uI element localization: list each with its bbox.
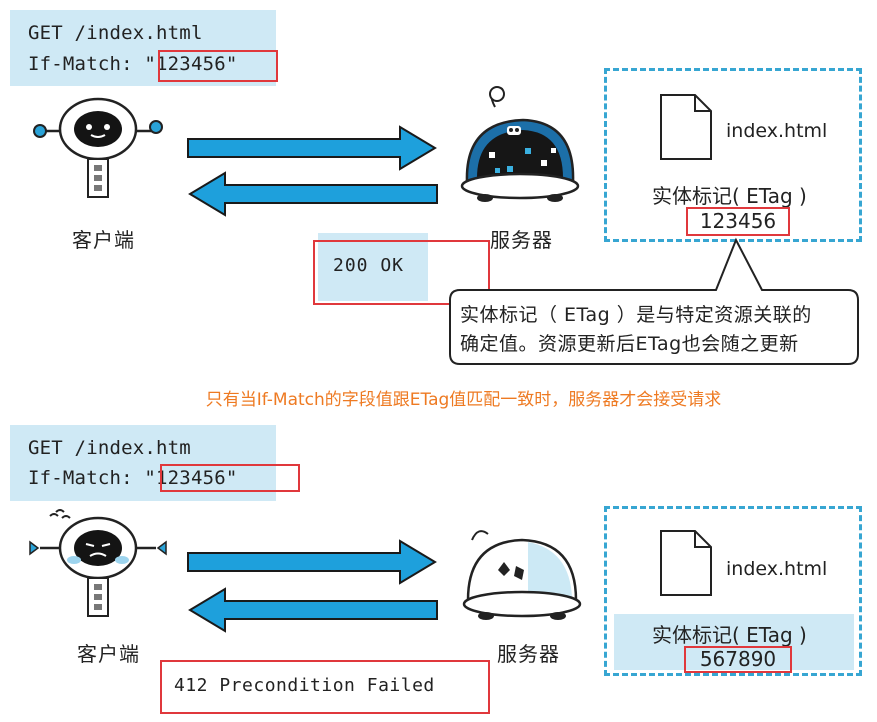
top-server-label: 服务器 [490, 228, 553, 252]
top-response-status: 200 OK [333, 255, 405, 276]
top-if-match-value: "123456" [144, 53, 238, 75]
bottom-response-arrow [188, 587, 438, 633]
bottom-request-line: GET /index.htm [28, 437, 191, 459]
bottom-etag-value: 567890 [684, 646, 792, 673]
callout-bubble [449, 237, 859, 365]
top-response-bg [318, 233, 428, 301]
top-if-match-highlight [158, 50, 278, 82]
top-request-line: GET /index.html [28, 22, 203, 44]
bottom-request-box: GET /index.htm If-Match: "123456" [10, 425, 276, 501]
bottom-response-status: 412 Precondition Failed [160, 660, 490, 714]
callout-line-2: 确定值。资源更新后ETag也会随之更新 [460, 333, 799, 355]
bottom-file-name: index.html [726, 558, 828, 580]
worried-client-robot-icon [29, 509, 167, 617]
bottom-resource-panel [604, 506, 862, 676]
request-arrow [187, 125, 437, 171]
bottom-etag-highlight-bg [614, 614, 854, 670]
top-request-box: GET /index.html If-Match: "123456" [10, 10, 276, 86]
top-if-match-label: If-Match: [28, 53, 145, 75]
bottom-if-match-highlight [160, 464, 300, 492]
callout-line-1: 实体标记（ ETag ）是与特定资源关联的 [460, 304, 812, 326]
document-icon [660, 94, 712, 160]
sleeping-server-robot-icon [462, 530, 582, 620]
bottom-etag-title: 实体标记( ETag ) [652, 623, 807, 647]
bottom-client-label: 客户端 [77, 642, 140, 666]
bottom-request-arrow [187, 539, 437, 585]
condition-note: 只有当If-Match的字段值跟ETag值匹配一致时，服务器才会接受请求 [205, 390, 722, 410]
bottom-document-icon [660, 530, 712, 596]
top-etag-value: 123456 [686, 207, 790, 236]
top-resource-panel [604, 68, 862, 242]
top-etag-title: 实体标记( ETag ) [652, 184, 807, 208]
server-robot-icon [460, 86, 580, 202]
bottom-server-label: 服务器 [497, 642, 560, 666]
response-arrow [188, 171, 438, 217]
bottom-if-match-label: If-Match: [28, 467, 145, 489]
client-robot-icon [33, 97, 163, 198]
top-client-label: 客户端 [72, 228, 135, 252]
bottom-if-match-value: "123456" [144, 467, 238, 489]
top-file-name: index.html [726, 120, 828, 142]
top-response-highlight [313, 240, 490, 305]
